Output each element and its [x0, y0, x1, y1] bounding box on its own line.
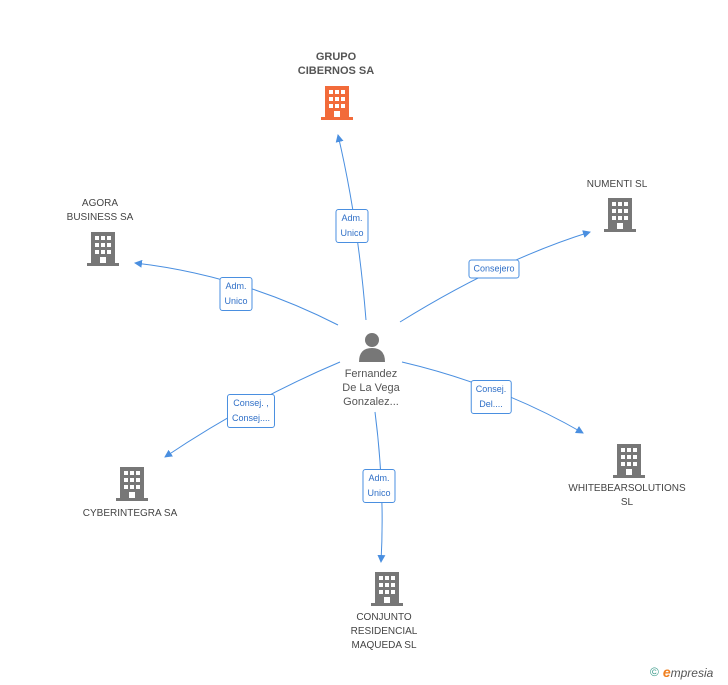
company-name-grupo[interactable]: GRUPO CIBERNOS SA	[297, 51, 375, 77]
building-icon-cyberintegra[interactable]	[116, 467, 148, 501]
building-icon-whitebear[interactable]	[613, 444, 645, 478]
building-icon-numenti[interactable]	[604, 198, 636, 232]
company-name-whitebear[interactable]: WHITEBEARSOLUTIONS SL	[568, 483, 686, 508]
company-name-numenti[interactable]: NUMENTI SL	[586, 179, 648, 190]
person-icon[interactable]	[358, 332, 386, 362]
person-name[interactable]: Fernandez De La Vega Gonzalez...	[342, 368, 400, 408]
company-name-agora[interactable]: AGORA BUSINESS SA	[66, 198, 134, 223]
building-icon-grupo[interactable]	[321, 86, 353, 120]
company-name-cyberintegra[interactable]: CYBERINTEGRA SA	[82, 508, 178, 519]
edge-label-numenti[interactable]: Consejero	[468, 259, 520, 279]
edge-label-agora[interactable]: Adm. Unico	[219, 277, 253, 311]
logo-initial: e	[662, 664, 671, 680]
copyright-symbol: ©	[650, 665, 659, 679]
edge-label-conjunto[interactable]: Adm. Unico	[362, 469, 396, 503]
edge-label-grupo[interactable]: Adm. Unico	[335, 209, 369, 243]
logo-text: mpresia	[670, 666, 714, 680]
company-name-conjunto[interactable]: CONJUNTO RESIDENCIAL MAQUEDA SL	[350, 612, 418, 651]
building-icon-conjunto[interactable]	[371, 572, 403, 606]
edge-label-whitebear[interactable]: Consej. Del....	[470, 380, 512, 414]
building-icon-agora[interactable]	[87, 232, 119, 266]
edge-label-cyberintegra[interactable]: Consej. , Consej....	[226, 394, 276, 428]
empresia-logo: empresia	[663, 664, 713, 680]
copyright-footer: © empresia	[650, 664, 713, 680]
